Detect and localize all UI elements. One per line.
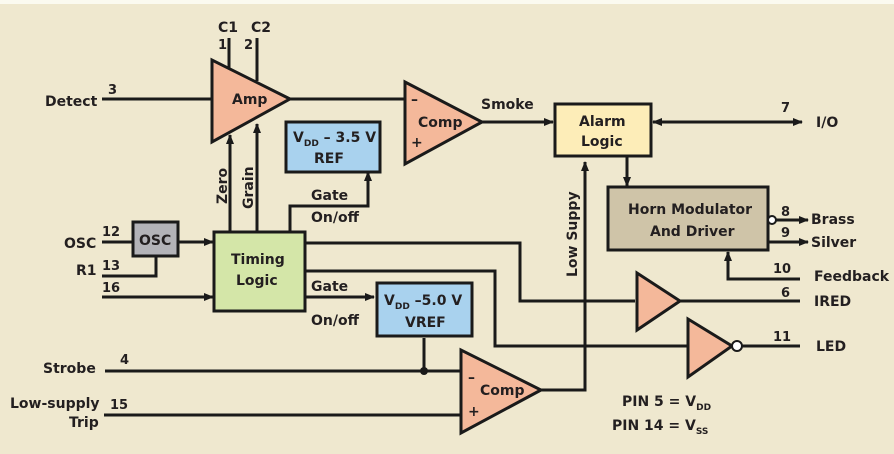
pin-6: 6 <box>781 286 790 301</box>
brass-inversion-bubble <box>767 215 777 225</box>
svg-text:–: – <box>468 370 475 386</box>
pin-numbers: 1 2 3 7 8 9 10 6 11 12 13 16 4 15 <box>102 38 791 413</box>
horn-modulator-block: Horn Modulator And Driver <box>606 185 777 252</box>
wire-low-suppy <box>541 161 589 392</box>
svg-text:Timing: Timing <box>231 252 285 268</box>
wire-feedback <box>724 251 800 281</box>
wire-timing-ired <box>305 241 635 303</box>
svg-text:–: – <box>411 92 418 108</box>
svg-text:Comp: Comp <box>480 383 525 399</box>
wire-timing-led <box>305 269 687 348</box>
label-led: LED <box>816 339 846 355</box>
label-gate-1: Gate <box>311 188 348 204</box>
osc-block: OSC <box>131 220 180 258</box>
svg-text:VDD –5.0 V: VDD –5.0 V <box>384 293 462 312</box>
svg-text:OSC: OSC <box>139 233 171 249</box>
svg-text:+: + <box>468 404 480 420</box>
led-inverter <box>686 316 743 380</box>
comp-lowsupply-block: – Comp + <box>459 347 545 436</box>
pin-16: 16 <box>102 281 120 296</box>
svg-text:And Driver: And Driver <box>650 224 735 240</box>
svg-text:Logic: Logic <box>236 273 278 289</box>
comp-smoke-block: – Comp + <box>403 79 486 167</box>
led-inversion-bubble <box>731 340 743 352</box>
ref35-block: VDD – 3.5 V REF <box>284 120 382 174</box>
svg-text:Comp: Comp <box>418 115 463 131</box>
label-zero: Zero <box>215 167 231 204</box>
pin-2: 2 <box>244 38 253 53</box>
svg-text:Amp: Amp <box>232 92 267 108</box>
label-smoke: Smoke <box>481 97 534 113</box>
wire-r1 <box>102 256 158 278</box>
label-grain: Grain <box>241 166 257 209</box>
svg-text:Horn Modulator: Horn Modulator <box>628 202 752 218</box>
label-osc: OSC <box>64 236 96 252</box>
label-ired: IRED <box>814 294 851 310</box>
label-low-supply: Low-supply <box>10 396 100 412</box>
label-low-suppy: Low Suppy <box>565 191 581 277</box>
svg-text:Alarm: Alarm <box>579 114 626 130</box>
pin-1: 1 <box>218 38 227 53</box>
label-gate-2: Gate <box>311 279 348 295</box>
pin-11: 11 <box>773 330 791 345</box>
pin-10: 10 <box>773 262 791 277</box>
svg-text:REF: REF <box>314 151 344 167</box>
note-pin5: PIN 5 = VDD <box>622 394 711 413</box>
label-feedback: Feedback <box>814 269 890 285</box>
pin-15: 15 <box>110 398 128 413</box>
label-strobe: Strobe <box>43 361 96 377</box>
label-trip: Trip <box>69 415 99 431</box>
label-brass: Brass <box>811 212 855 228</box>
label-detect: Detect <box>45 94 98 110</box>
label-r1: R1 <box>76 263 97 279</box>
note-pin14: PIN 14 = VSS <box>612 418 708 437</box>
timing-logic-block: Timing Logic <box>212 230 307 313</box>
label-onoff-2: On/off <box>311 313 360 329</box>
signal-labels: Detect C1 C2 Smoke I/O Zero Grain Gate O… <box>10 20 890 431</box>
label-c1: C1 <box>218 20 238 36</box>
pin-3: 3 <box>108 83 117 98</box>
vref50-block: VDD –5.0 V VREF <box>375 281 474 338</box>
svg-text:+: + <box>411 135 423 151</box>
pin-8: 8 <box>781 205 790 220</box>
wires <box>102 38 809 417</box>
svg-text:VDD – 3.5 V: VDD – 3.5 V <box>293 130 376 149</box>
junction-dot <box>420 367 428 375</box>
svg-text:VREF: VREF <box>405 315 446 331</box>
ired-buffer <box>635 270 683 333</box>
alarm-logic-block: Alarm Logic <box>553 102 653 158</box>
pin-13: 13 <box>102 259 120 274</box>
label-io: I/O <box>816 115 838 131</box>
pin-12: 12 <box>102 225 120 240</box>
power-pin-notes: PIN 5 = VDD PIN 14 = VSS <box>612 394 711 437</box>
pin-7: 7 <box>781 101 790 116</box>
amp-block: Amp <box>210 57 294 145</box>
wire-gate-ref35 <box>288 171 372 243</box>
label-silver: Silver <box>811 235 856 251</box>
pin-9: 9 <box>781 226 790 241</box>
svg-text:Logic: Logic <box>581 134 623 150</box>
pin-4: 4 <box>120 353 129 368</box>
label-c2: C2 <box>251 20 271 36</box>
label-onoff-1: On/off <box>311 210 360 226</box>
